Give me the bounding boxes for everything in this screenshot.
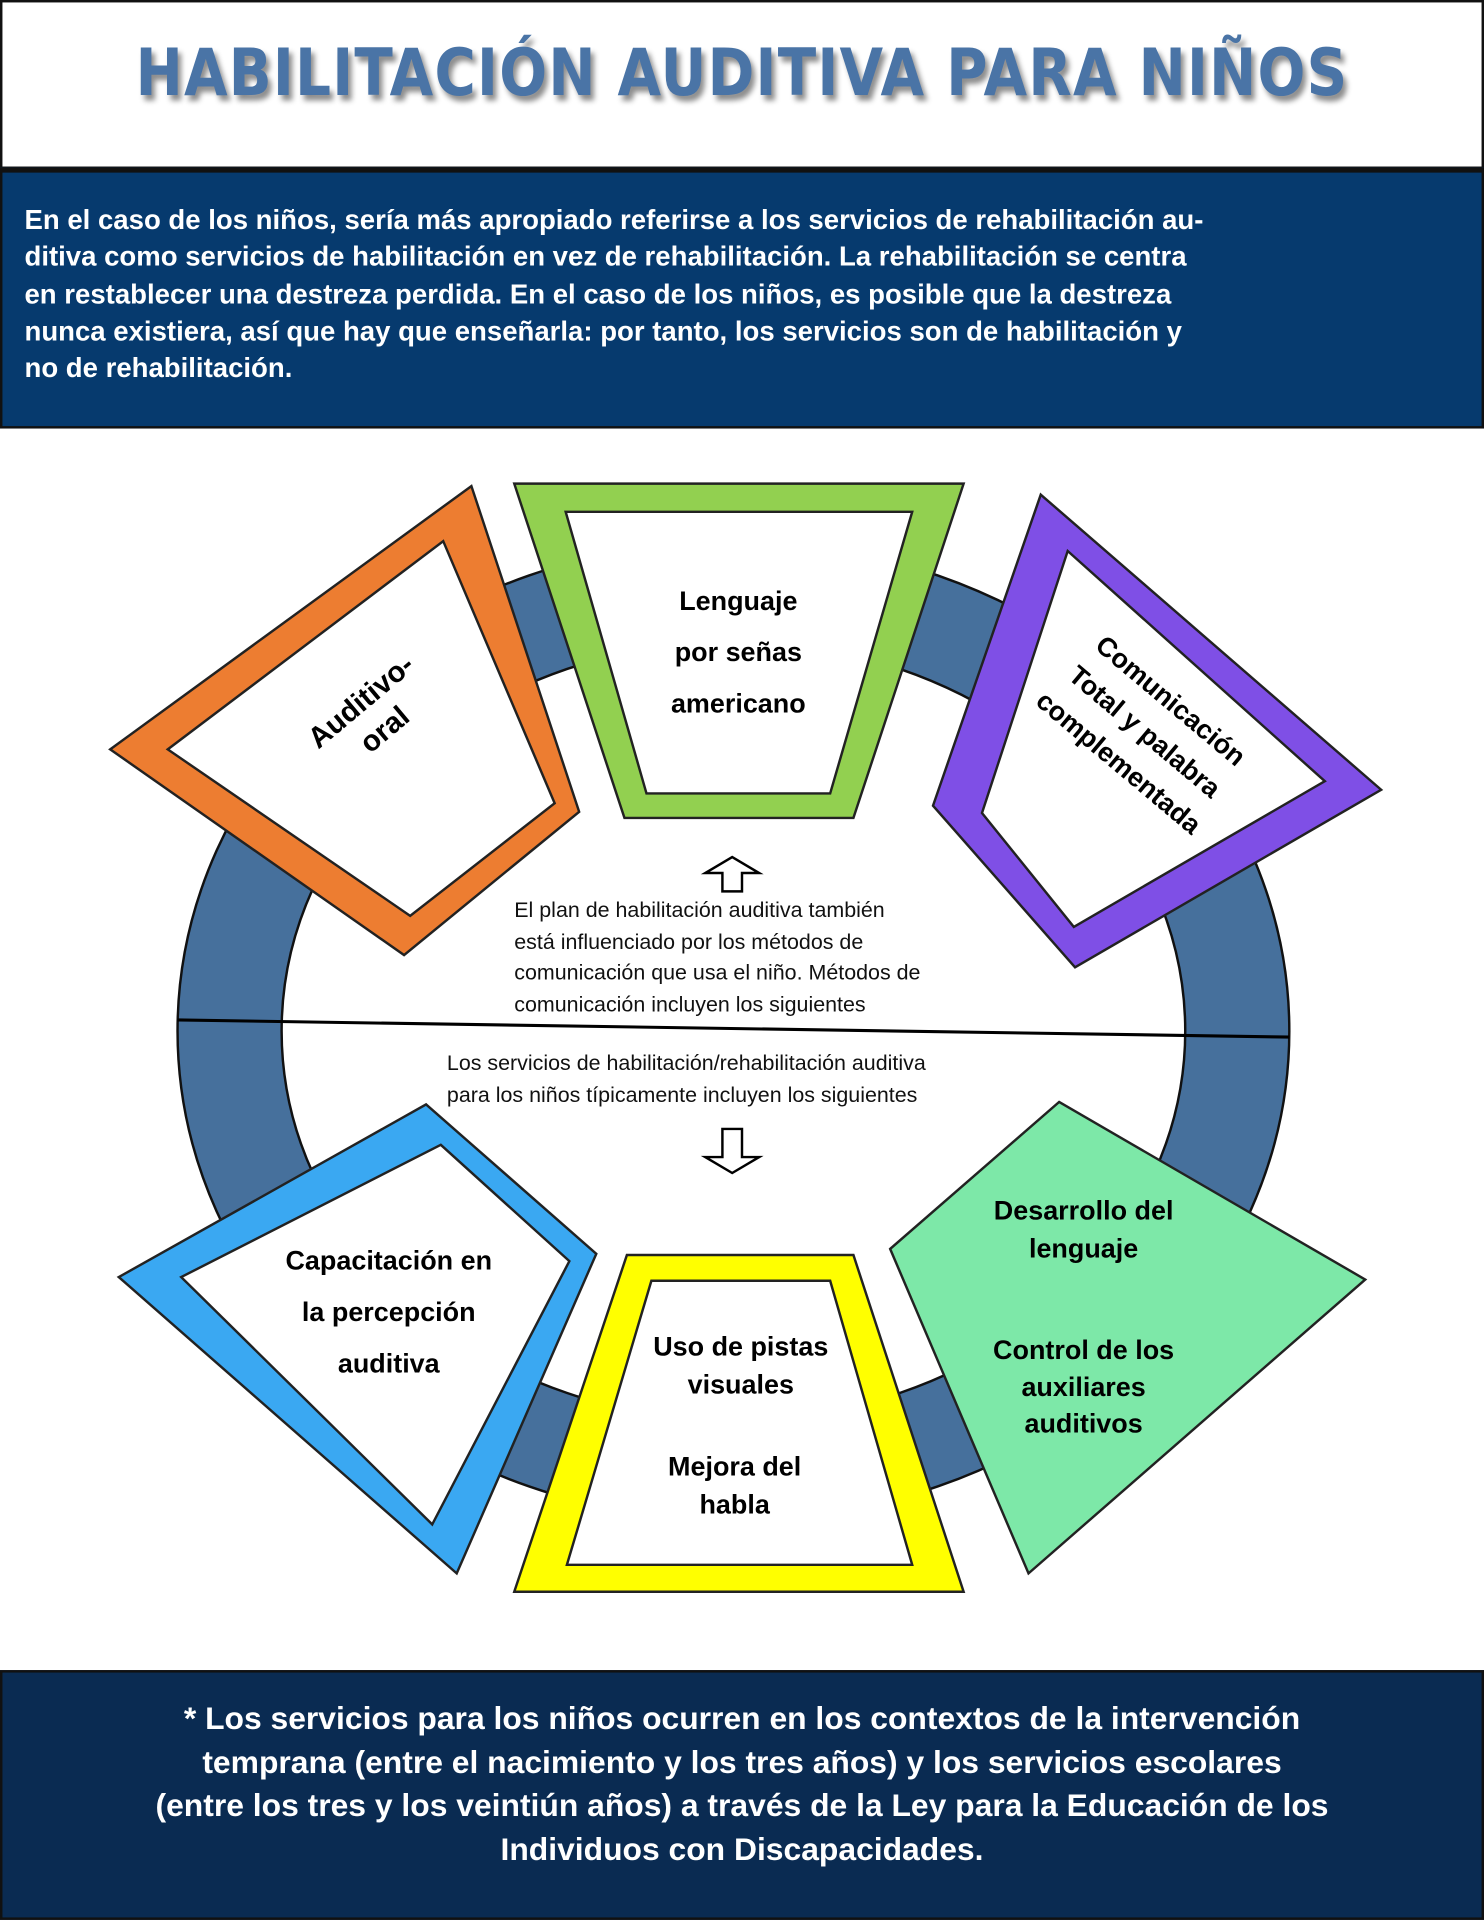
label-line: auditiva bbox=[337, 1348, 440, 1379]
method-shape-inner bbox=[980, 548, 1327, 929]
method-shape-inner bbox=[165, 539, 557, 918]
label-line: por señas bbox=[674, 636, 802, 668]
service-label-visual-cues: Uso de pistas visuales bbox=[612, 1327, 869, 1403]
description-line: comunicación que usa el niño. Métodos de bbox=[514, 959, 921, 985]
arrow-up-icon bbox=[700, 855, 764, 893]
service-shape-inner bbox=[179, 1143, 571, 1527]
service-label-speech-improvement: Mejora del habla bbox=[606, 1447, 863, 1523]
label-line: Control de los bbox=[993, 1334, 1175, 1366]
intro-line: nunca existiera, así que hay que enseñar… bbox=[24, 315, 1182, 347]
intro-line: ditiva como servicios de habilitación en… bbox=[24, 241, 1187, 273]
label-line: Mejora del bbox=[668, 1450, 802, 1482]
intro-line: no de rehabilitación. bbox=[24, 352, 293, 384]
label-line: la percepción bbox=[301, 1296, 476, 1328]
description-line: El plan de habilitación auditiva también bbox=[514, 897, 885, 922]
label-line: americano bbox=[670, 688, 806, 719]
footer-text: * Los servicios para los niños ocurren e… bbox=[2, 1697, 1481, 1871]
intro-text: En el caso de los niños, sería más aprop… bbox=[24, 202, 1463, 387]
label-line: auditivos bbox=[1024, 1408, 1143, 1439]
description-line: está influenciado por los métodos de bbox=[514, 928, 864, 954]
services-description: Los servicios de habilitación/rehabilita… bbox=[447, 1048, 926, 1110]
title-banner: HABILITACIÓN AUDITIVA PARA NIÑOS bbox=[0, 0, 1484, 169]
description-line: Los servicios de habilitación/rehabilita… bbox=[446, 1050, 926, 1076]
description-line: para los niños típicamente incluyen los … bbox=[446, 1081, 918, 1107]
service-label-language-development: Desarrollo del lenguaje bbox=[949, 1191, 1218, 1267]
intro-line: en restablecer una destreza perdida. En … bbox=[24, 278, 1172, 310]
footer-panel: * Los servicios para los niños ocurren e… bbox=[0, 1670, 1484, 1920]
label-line: Lenguaje bbox=[679, 585, 798, 616]
method-label-asl: Lenguaje por señas americano bbox=[622, 575, 855, 729]
service-shape-inner bbox=[565, 1279, 914, 1567]
description-line: comunicación incluyen los siguientes bbox=[514, 991, 866, 1016]
footer-line: Individuos con Discapacidades. bbox=[500, 1829, 984, 1867]
service-shape-language-development bbox=[888, 1100, 1368, 1576]
divider-line bbox=[177, 1018, 1290, 1039]
page-title: HABILITACIÓN AUDITIVA PARA NIÑOS bbox=[135, 34, 1349, 111]
footer-line: (entre los tres y los veintiún años) a t… bbox=[155, 1786, 1329, 1824]
footer-line: * Los servicios para los niños ocurren e… bbox=[183, 1699, 1301, 1737]
intro-line: En el caso de los niños, sería más aprop… bbox=[24, 204, 1204, 236]
intro-panel: En el caso de los niños, sería más aprop… bbox=[0, 167, 1484, 429]
method-shape-inner bbox=[564, 510, 914, 795]
label-line: habla bbox=[699, 1488, 770, 1520]
label-line: visuales bbox=[687, 1368, 794, 1400]
footer-line: temprana (entre el nacimiento y los tres… bbox=[202, 1742, 1282, 1780]
arrow-down-icon bbox=[700, 1127, 764, 1175]
label-line: lenguaje bbox=[1028, 1232, 1139, 1264]
label-line: auxiliares bbox=[1021, 1371, 1146, 1402]
label-line: Uso de pistas bbox=[653, 1330, 829, 1362]
label-line: Capacitación en bbox=[285, 1245, 493, 1276]
service-label-hearing-aids: Control de los auxiliares auditivos bbox=[949, 1332, 1218, 1442]
communication-description: El plan de habilitación auditiva también… bbox=[514, 895, 920, 1020]
label-line: Desarrollo del bbox=[993, 1195, 1174, 1226]
service-label-auditory-perception: Capacitación en la percepción auditiva bbox=[245, 1235, 533, 1389]
